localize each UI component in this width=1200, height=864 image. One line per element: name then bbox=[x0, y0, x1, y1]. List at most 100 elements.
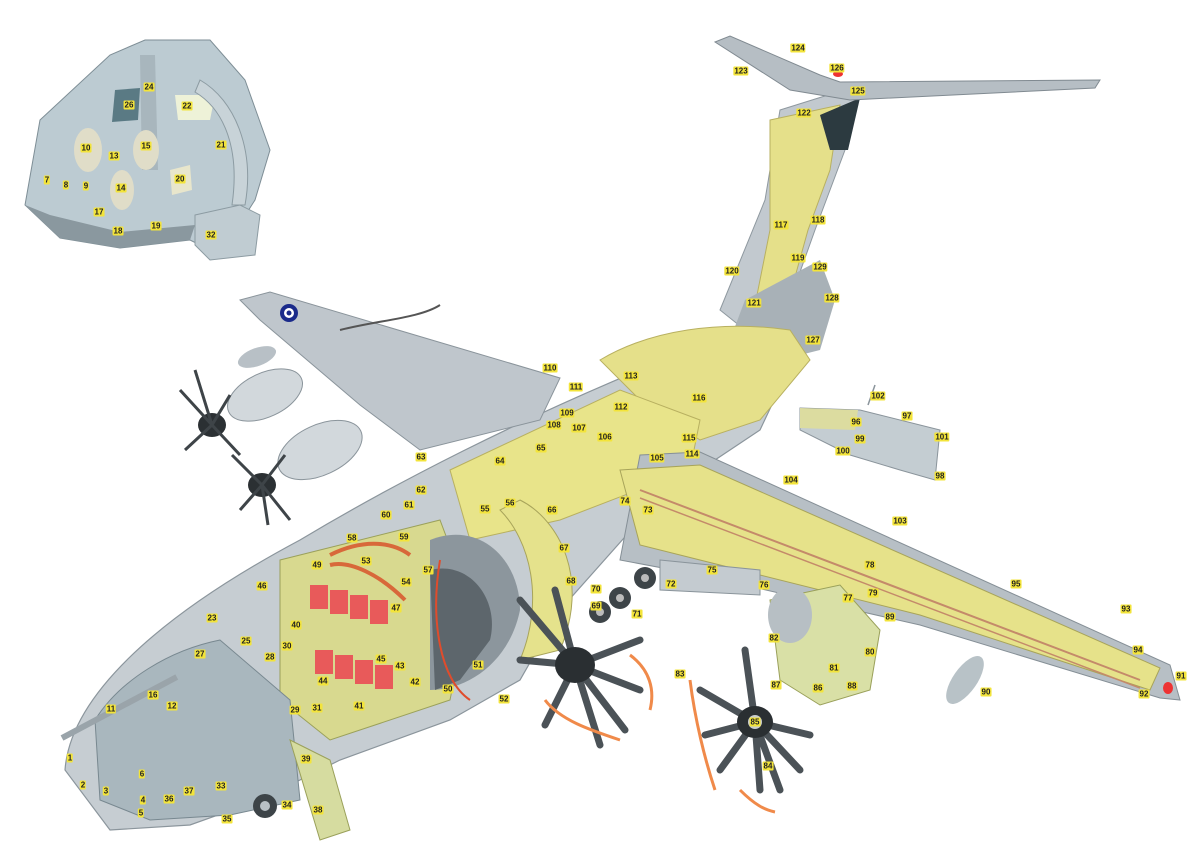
callout-label: 120 bbox=[724, 266, 740, 276]
callout-label: 122 bbox=[796, 108, 812, 118]
callout-label: 80 bbox=[864, 647, 876, 657]
callout-label: 101 bbox=[934, 432, 950, 442]
callout-label: 31 bbox=[311, 703, 323, 713]
air-ducts bbox=[329, 541, 412, 602]
callout-label: 110 bbox=[542, 363, 558, 373]
callout-label: 83 bbox=[674, 669, 686, 679]
callout-label: 30 bbox=[281, 641, 293, 651]
callout-label: 15 bbox=[140, 141, 152, 151]
callout-label: 12 bbox=[166, 701, 178, 711]
callout-label: 111 bbox=[568, 382, 584, 392]
callout-label: 44 bbox=[317, 676, 329, 686]
callout-label: 21 bbox=[215, 140, 227, 150]
callout-label: 127 bbox=[805, 335, 821, 345]
callout-label: 128 bbox=[824, 293, 840, 303]
callout-label: 24 bbox=[143, 82, 155, 92]
callout-label: 93 bbox=[1120, 604, 1132, 614]
callout-label: 75 bbox=[706, 565, 718, 575]
callout-label: 91 bbox=[1175, 671, 1187, 681]
callout-label: 96 bbox=[850, 417, 862, 427]
callout-label: 38 bbox=[312, 805, 324, 815]
callout-label: 69 bbox=[590, 601, 602, 611]
callout-label: 56 bbox=[504, 498, 516, 508]
callout-label: 65 bbox=[535, 443, 547, 453]
callout-label: 22 bbox=[181, 101, 193, 111]
callout-label: 36 bbox=[163, 794, 175, 804]
callout-label: 57 bbox=[422, 565, 434, 575]
callout-label: 119 bbox=[790, 253, 806, 263]
ramp-door-inset bbox=[799, 384, 941, 481]
callout-label: 102 bbox=[870, 391, 886, 401]
callout-label: 79 bbox=[867, 588, 879, 598]
left-wing bbox=[178, 291, 561, 526]
callout-label: 112 bbox=[613, 402, 629, 412]
callout-label: 55 bbox=[479, 504, 491, 514]
callout-label: 41 bbox=[353, 701, 365, 711]
callout-label: 49 bbox=[311, 560, 323, 570]
callout-label: 104 bbox=[783, 475, 799, 485]
callout-label: 86 bbox=[812, 683, 824, 693]
callout-label: 50 bbox=[442, 684, 454, 694]
callout-label: 124 bbox=[790, 43, 806, 53]
callout-label: 51 bbox=[472, 660, 484, 670]
callout-label: 46 bbox=[256, 581, 268, 591]
callout-label: 70 bbox=[590, 584, 602, 594]
callout-label: 14 bbox=[115, 183, 127, 193]
callout-label: 74 bbox=[619, 496, 631, 506]
callout-label: 85 bbox=[749, 717, 761, 727]
callout-label: 54 bbox=[400, 577, 412, 587]
callout-label: 97 bbox=[901, 411, 913, 421]
callout-label: 7 bbox=[43, 175, 51, 185]
callout-label: 106 bbox=[597, 432, 613, 442]
callout-label: 29 bbox=[289, 705, 301, 715]
callout-label: 82 bbox=[768, 633, 780, 643]
callout-label: 5 bbox=[137, 808, 145, 818]
callout-label: 109 bbox=[559, 408, 575, 418]
callout-label: 58 bbox=[346, 533, 358, 543]
callout-label: 77 bbox=[842, 593, 854, 603]
callout-label: 66 bbox=[546, 505, 558, 515]
callout-label: 25 bbox=[240, 636, 252, 646]
callout-label: 32 bbox=[205, 230, 217, 240]
callout-label: 81 bbox=[828, 663, 840, 673]
callout-label: 60 bbox=[380, 510, 392, 520]
callout-label: 76 bbox=[758, 580, 770, 590]
callout-label: 103 bbox=[892, 516, 908, 526]
troop-seats bbox=[310, 585, 393, 689]
callout-label: 105 bbox=[649, 453, 665, 463]
callout-label: 67 bbox=[558, 543, 570, 553]
callout-label: 73 bbox=[642, 505, 654, 515]
callout-label: 23 bbox=[206, 613, 218, 623]
callout-label: 16 bbox=[147, 690, 159, 700]
callout-label: 43 bbox=[394, 661, 406, 671]
callout-label: 95 bbox=[1010, 579, 1022, 589]
callout-label: 3 bbox=[102, 786, 110, 796]
callout-label: 34 bbox=[281, 800, 293, 810]
callout-label: 17 bbox=[93, 207, 105, 217]
callout-label: 45 bbox=[375, 654, 387, 664]
callout-label: 2 bbox=[79, 780, 87, 790]
callout-label: 129 bbox=[812, 262, 828, 272]
callout-label: 116 bbox=[691, 393, 707, 403]
callout-label: 121 bbox=[746, 298, 762, 308]
callout-label: 114 bbox=[684, 449, 700, 459]
callout-label: 27 bbox=[194, 649, 206, 659]
callout-label: 19 bbox=[150, 221, 162, 231]
callout-label: 4 bbox=[139, 795, 147, 805]
callout-label: 63 bbox=[415, 452, 427, 462]
callout-label: 123 bbox=[733, 66, 749, 76]
callout-label: 33 bbox=[215, 781, 227, 791]
callout-label: 18 bbox=[112, 226, 124, 236]
callout-label: 68 bbox=[565, 576, 577, 586]
inboard-propeller bbox=[516, 586, 654, 749]
callout-label: 26 bbox=[123, 100, 135, 110]
callout-label: 99 bbox=[854, 434, 866, 444]
callout-label: 118 bbox=[810, 215, 826, 225]
callout-label: 61 bbox=[403, 500, 415, 510]
callout-label: 84 bbox=[762, 761, 774, 771]
callout-label: 37 bbox=[183, 786, 195, 796]
callout-label: 47 bbox=[390, 603, 402, 613]
callout-label: 13 bbox=[108, 151, 120, 161]
